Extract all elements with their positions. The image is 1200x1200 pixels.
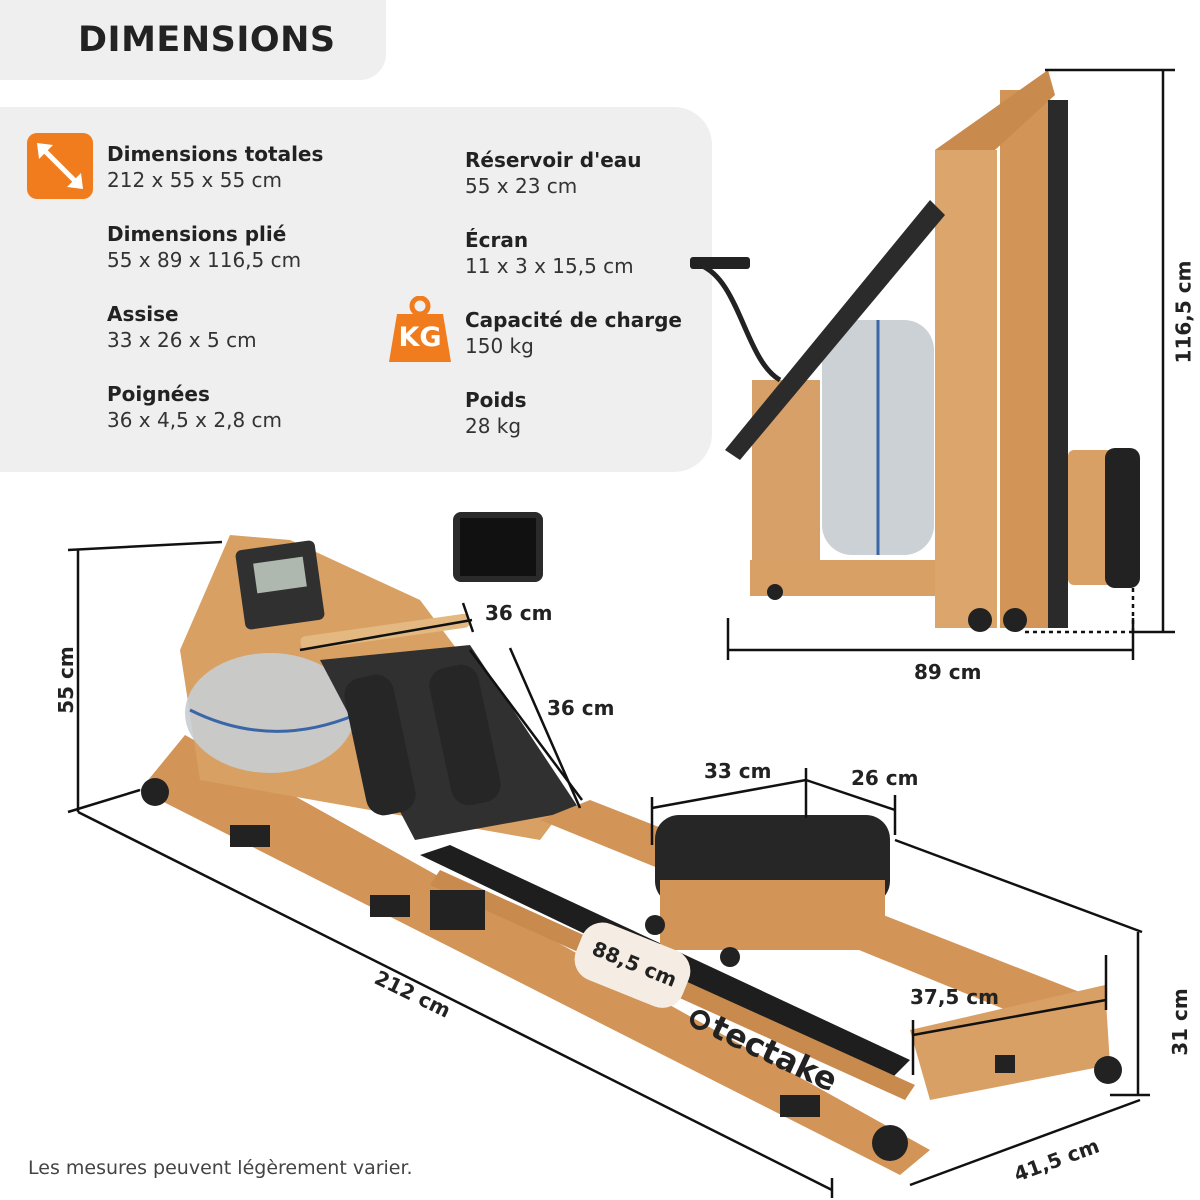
diagonal-arrows-icon [27,133,93,199]
spec-label: Assise [107,302,179,326]
title-tab: DIMENSIONS [0,0,386,80]
dim-folded-depth: 89 cm [914,660,982,684]
dim-height: 55 cm [53,646,78,714]
spec-value: 33 x 26 x 5 cm [107,328,257,352]
spec-label: Poids [465,388,527,412]
spec-value: 11 x 3 x 15,5 cm [465,254,634,278]
page-title: DIMENSIONS [78,20,336,60]
kg-label: KG [398,322,442,353]
spec-value: 36 x 4,5 x 2,8 cm [107,408,282,432]
dim-rear-height: 31 cm [1167,988,1192,1056]
spec-label: Écran [465,228,529,252]
spec-weight: Poids 28 kg [465,387,526,439]
spec-water-tank: Réservoir d'eau 55 x 23 cm [465,147,642,199]
dim-seat-length: 33 cm [704,759,772,783]
dim-seat-width: 26 cm [851,766,919,790]
spec-total-dimensions: Dimensions totales 212 x 55 x 55 cm [107,141,323,193]
spec-label: Poignées [107,382,210,406]
dim-handle-width: 36 cm [485,601,553,625]
weight-kg-icon: KG [387,295,453,368]
spec-value: 28 kg [465,414,522,438]
spec-handles: Poignées 36 x 4,5 x 2,8 cm [107,381,282,433]
spec-label: Dimensions totales [107,142,324,166]
spec-label: Réservoir d'eau [465,148,642,172]
dim-folded-height: 116,5 cm [1171,260,1196,364]
folded-rower [690,70,1140,632]
spec-value: 55 x 89 x 116,5 cm [107,248,302,272]
spec-label: Dimensions plié [107,222,287,246]
dim-rear-width: 37,5 cm [910,985,1000,1009]
spec-value: 150 kg [465,334,534,358]
spec-label: Capacité de charge [465,308,682,332]
spec-value: 55 x 23 cm [465,174,578,198]
dim-foot-plate: 36 cm [547,696,615,720]
spec-seat: Assise 33 x 26 x 5 cm [107,301,257,353]
spec-folded-dimensions: Dimensions plié 55 x 89 x 116,5 cm [107,221,301,273]
rower-body: tectake [140,512,1122,1175]
footnote: Les mesures peuvent légèrement varier. [28,1157,413,1179]
dimension-lines [67,68,1175,1198]
spec-value: 212 x 55 x 55 cm [107,168,283,192]
spec-screen: Écran 11 x 3 x 15,5 cm [465,227,634,279]
spec-panel [0,107,712,472]
spec-load-capacity: Capacité de charge 150 kg [465,307,682,359]
